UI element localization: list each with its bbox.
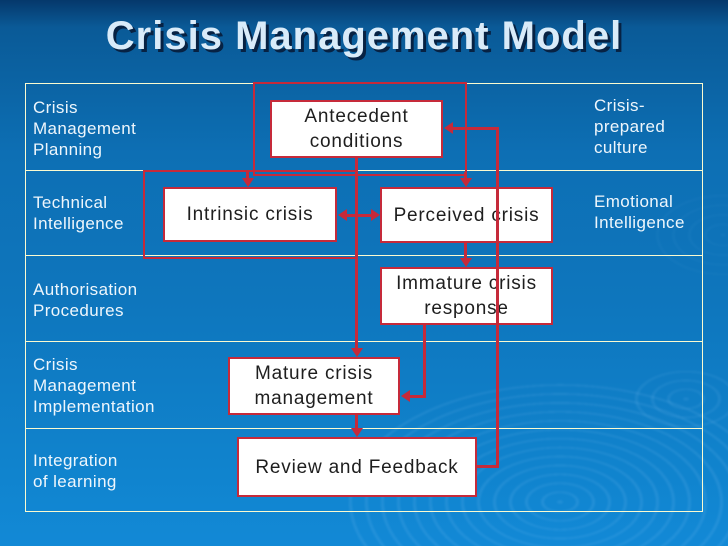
feedback-line-top [451,127,499,130]
arrowhead-into-mature-top [351,348,363,357]
connector-to-perceived [464,172,467,179]
connector-immature-to-mature [408,395,426,398]
arrowhead-into-intrinsic-top [242,178,254,187]
arrowhead-into-perceived-top [460,178,472,187]
arrowhead-into-intrinsic-right [338,209,347,221]
connector-mature-to-review [355,415,358,428]
box-antecedent-conditions: Antecedent conditions [270,100,443,158]
row-divider [25,428,703,429]
box-review-and-feedback: Review and Feedback [237,437,477,497]
arrowhead-into-immature-top [460,258,472,267]
connector-antecedent-to-mature [355,158,358,348]
row-label-crisis-management-implementation: Crisis Management Implementation [33,355,155,416]
water-ripple-decoration [630,368,728,430]
feedback-line-vertical [496,127,499,468]
feedback-line-bottom [477,465,499,468]
box-perceived-crisis: Perceived crisis [380,187,553,243]
box-intrinsic-crisis: Intrinsic crisis [163,187,337,242]
row-divider [25,170,703,171]
row-label-emotional-intelligence: Emotional Intelligence [594,192,685,232]
row-label-technical-intelligence: Technical Intelligence [33,193,124,233]
row-label-integration-of-learning: Integration of learning [33,451,118,491]
slide-title: Crisis Management Model [105,14,623,58]
arrowhead-into-mature-right [401,390,410,402]
arrowhead-into-review-top [351,428,363,437]
row-divider [25,255,703,256]
box-immature-crisis-response: Immature crisis response [380,267,553,325]
connector-perceived-to-immature [464,243,467,258]
row-divider [25,341,703,342]
connector-intrinsic-perceived [346,214,372,217]
connector-immature-down [423,325,426,398]
row-label-crisis-management-planning: Crisis Management Planning [33,98,137,159]
box-mature-crisis-management: Mature crisis management [228,357,400,415]
arrowhead-into-perceived-left [371,209,380,221]
row-label-authorisation-procedures: Authorisation Procedures [33,280,138,320]
connector-to-intrinsic [246,171,249,179]
row-label-crisis-prepared-culture: Crisis- prepared culture [594,96,666,157]
arrowhead-into-antecedent-right [444,122,453,134]
